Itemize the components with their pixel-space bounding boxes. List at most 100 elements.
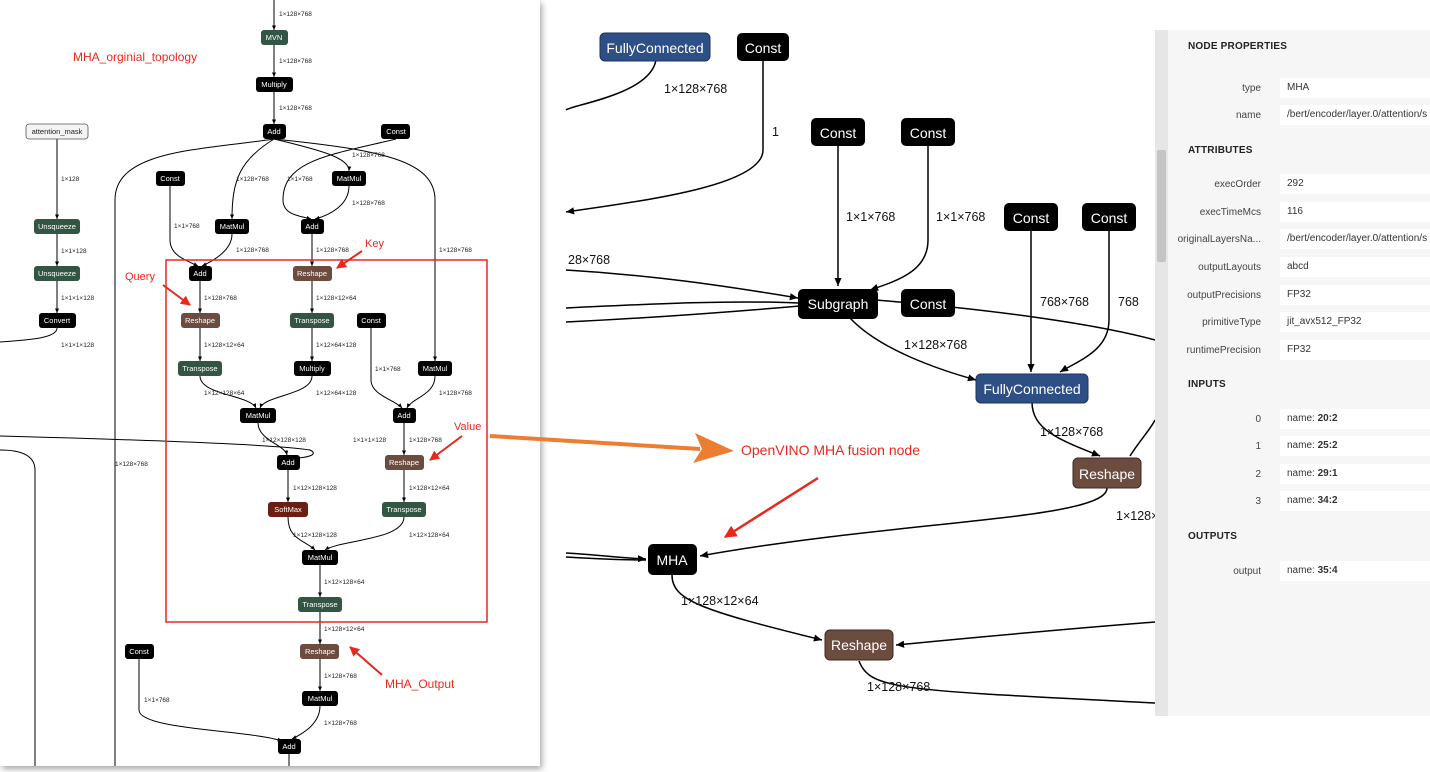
attribute-value[interactable]: abcd — [1280, 257, 1430, 277]
mha-fusion-callout: OpenVINO MHA fusion node — [741, 442, 920, 458]
transpose-node[interactable]: Transpose — [382, 502, 426, 517]
attribute-value[interactable]: jit_avx512_FP32 — [1280, 312, 1430, 332]
unsqueeze-node[interactable]: Unsqueeze — [34, 219, 80, 234]
svg-text:Transpose: Transpose — [386, 505, 421, 514]
node-properties-header: NODE PROPERTIES — [1188, 41, 1288, 52]
key-annotation: Key — [365, 238, 384, 250]
input-index: 1 — [1255, 441, 1261, 452]
edge-label: 1 — [772, 125, 779, 139]
attribute-value[interactable]: 292 — [1280, 174, 1430, 194]
matmul-node[interactable]: MatMul — [215, 219, 249, 234]
fully-connected-node[interactable]: FullyConnected — [599, 32, 711, 62]
edge-label: 1×12×128×64 — [409, 532, 450, 539]
add-node[interactable]: Add — [189, 266, 212, 281]
attribute-label: execTimeMcs — [1199, 207, 1261, 218]
type-value[interactable]: MHA — [1280, 78, 1430, 98]
node-properties-panel: NODE PROPERTIES type MHA name /bert/enco… — [1155, 30, 1430, 716]
mha-node[interactable]: MHA — [648, 544, 697, 575]
matmul-node[interactable]: MatMul — [302, 691, 338, 706]
const-node[interactable]: Const — [125, 644, 154, 659]
reshape-node[interactable]: Reshape — [385, 455, 424, 470]
add-node[interactable]: Add — [301, 219, 324, 234]
matmul-node[interactable]: MatMul — [332, 171, 366, 186]
svg-text:Reshape: Reshape — [185, 316, 215, 325]
transpose-node[interactable]: Transpose — [290, 313, 334, 328]
svg-text:Reshape: Reshape — [305, 647, 335, 656]
subgraph-node[interactable]: Subgraph — [798, 289, 878, 319]
const-node[interactable]: Const — [381, 124, 410, 139]
svg-text:Const: Const — [129, 647, 150, 656]
attributes-header: ATTRIBUTES — [1188, 145, 1253, 156]
reshape-node[interactable]: Reshape — [181, 313, 220, 328]
scrollbar-thumb[interactable] — [1157, 150, 1166, 262]
edge-label: 1×12×128×128 — [293, 532, 337, 539]
attention-mask-node[interactable]: attention_mask — [25, 123, 89, 140]
reshape-node[interactable]: Reshape — [300, 644, 339, 659]
transpose-node[interactable]: Transpose — [178, 361, 222, 376]
panel-splitter[interactable] — [1155, 30, 1168, 716]
edge-label: 1×128×768 — [279, 58, 312, 65]
original-topology-panel: MHA_orginial_topology Query Key Value MH… — [0, 0, 540, 766]
add-node[interactable]: Add — [277, 455, 300, 470]
reshape-node[interactable]: Reshape — [293, 266, 332, 281]
edge-label: 1×128×12×64 — [409, 485, 450, 492]
svg-text:MVN: MVN — [266, 33, 283, 42]
svg-text:Reshape: Reshape — [1079, 466, 1135, 482]
svg-text:Const: Const — [1013, 210, 1050, 226]
edge-label: 1×128×768 — [664, 82, 727, 96]
svg-text:MatMul: MatMul — [246, 411, 271, 420]
input-value[interactable]: name: 20:2 — [1280, 409, 1430, 429]
add-node[interactable]: Add — [263, 124, 286, 139]
unsqueeze-node[interactable]: Unsqueeze — [34, 266, 80, 281]
const-node[interactable]: Const — [156, 171, 185, 186]
svg-text:MatMul: MatMul — [308, 694, 333, 703]
attribute-value[interactable]: 116 — [1280, 202, 1430, 222]
multiply-node[interactable]: Multiply — [256, 77, 293, 92]
fully-connected-node[interactable]: FullyConnected — [975, 373, 1089, 404]
const-node[interactable]: Const — [737, 33, 789, 61]
svg-text:Const: Const — [745, 40, 782, 56]
matmul-node[interactable]: MatMul — [302, 550, 338, 565]
attribute-label: execOrder — [1214, 179, 1261, 190]
matmul-node[interactable]: MatMul — [240, 408, 276, 423]
edge-label: 1×12×128×64 — [324, 579, 365, 586]
reshape-node[interactable]: Reshape — [824, 629, 894, 661]
edge-label: 1×128×768 — [115, 461, 148, 468]
input-value[interactable]: name: 25:2 — [1280, 436, 1430, 456]
svg-text:FullyConnected: FullyConnected — [983, 381, 1080, 397]
add-node[interactable]: Add — [278, 739, 301, 754]
name-value[interactable]: /bert/encoder/layer.0/attention/s — [1280, 105, 1430, 125]
svg-text:Reshape: Reshape — [297, 269, 327, 278]
edge-label: 1×128×768 — [439, 247, 472, 254]
const-node[interactable]: Const — [901, 289, 955, 317]
matmul-node[interactable]: MatMul — [418, 361, 452, 376]
const-node[interactable]: Const — [811, 118, 865, 146]
reshape-node[interactable]: Reshape — [1072, 457, 1142, 489]
const-node[interactable]: Const — [357, 313, 386, 328]
const-node[interactable]: Const — [1004, 203, 1058, 231]
const-node[interactable]: Const — [1082, 203, 1136, 231]
add-node[interactable]: Add — [393, 408, 416, 423]
svg-text:Transpose: Transpose — [294, 316, 329, 325]
mvn-node[interactable]: MVN — [261, 30, 288, 45]
edge-label: 1×128×12×64 — [204, 342, 245, 349]
attribute-value[interactable]: /bert/encoder/layer.0/attention/s — [1280, 229, 1430, 249]
multiply-node[interactable]: Multiply — [294, 361, 331, 376]
svg-text:Add: Add — [397, 411, 410, 420]
input-value[interactable]: name: 29:1 — [1280, 464, 1430, 484]
convert-node[interactable]: Convert — [39, 313, 76, 328]
svg-text:Reshape: Reshape — [389, 458, 419, 467]
inputs-header: INPUTS — [1188, 379, 1226, 390]
attribute-value[interactable]: FP32 — [1280, 285, 1430, 305]
edge-label: 1×128×768 — [1040, 425, 1103, 439]
output-value[interactable]: name: 35:4 — [1280, 561, 1430, 581]
edge-label: 1×128×768 — [904, 338, 967, 352]
edge-label: 1×128×768 — [439, 390, 472, 397]
softmax-node[interactable]: SoftMax — [268, 502, 308, 517]
svg-text:Unsqueeze: Unsqueeze — [38, 222, 76, 231]
transpose-node[interactable]: Transpose — [298, 597, 342, 612]
const-node[interactable]: Const — [901, 118, 955, 146]
edge-label: 1×128×768 — [409, 437, 442, 444]
attribute-value[interactable]: FP32 — [1280, 340, 1430, 360]
input-value[interactable]: name: 34:2 — [1280, 491, 1430, 511]
